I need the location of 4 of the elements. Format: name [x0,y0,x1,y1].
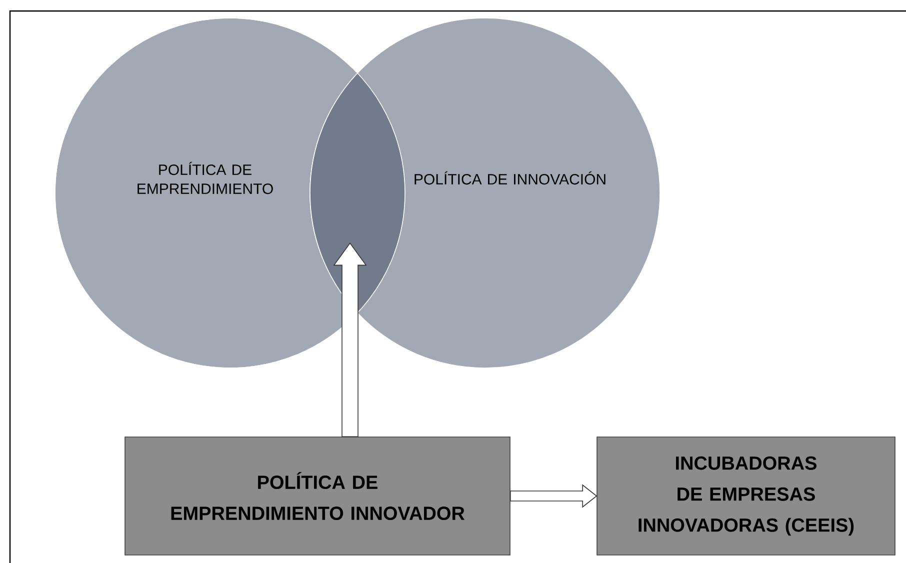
hollow-arrow [333,242,367,437]
process-box: POLÍTICA DE EMPRENDIMIENTO INNOVADOR [124,436,510,556]
process-box: INCUBADORAS DE EMPRESAS INNOVADORAS (CEEIS) [596,436,896,556]
hollow-arrow [510,484,598,508]
